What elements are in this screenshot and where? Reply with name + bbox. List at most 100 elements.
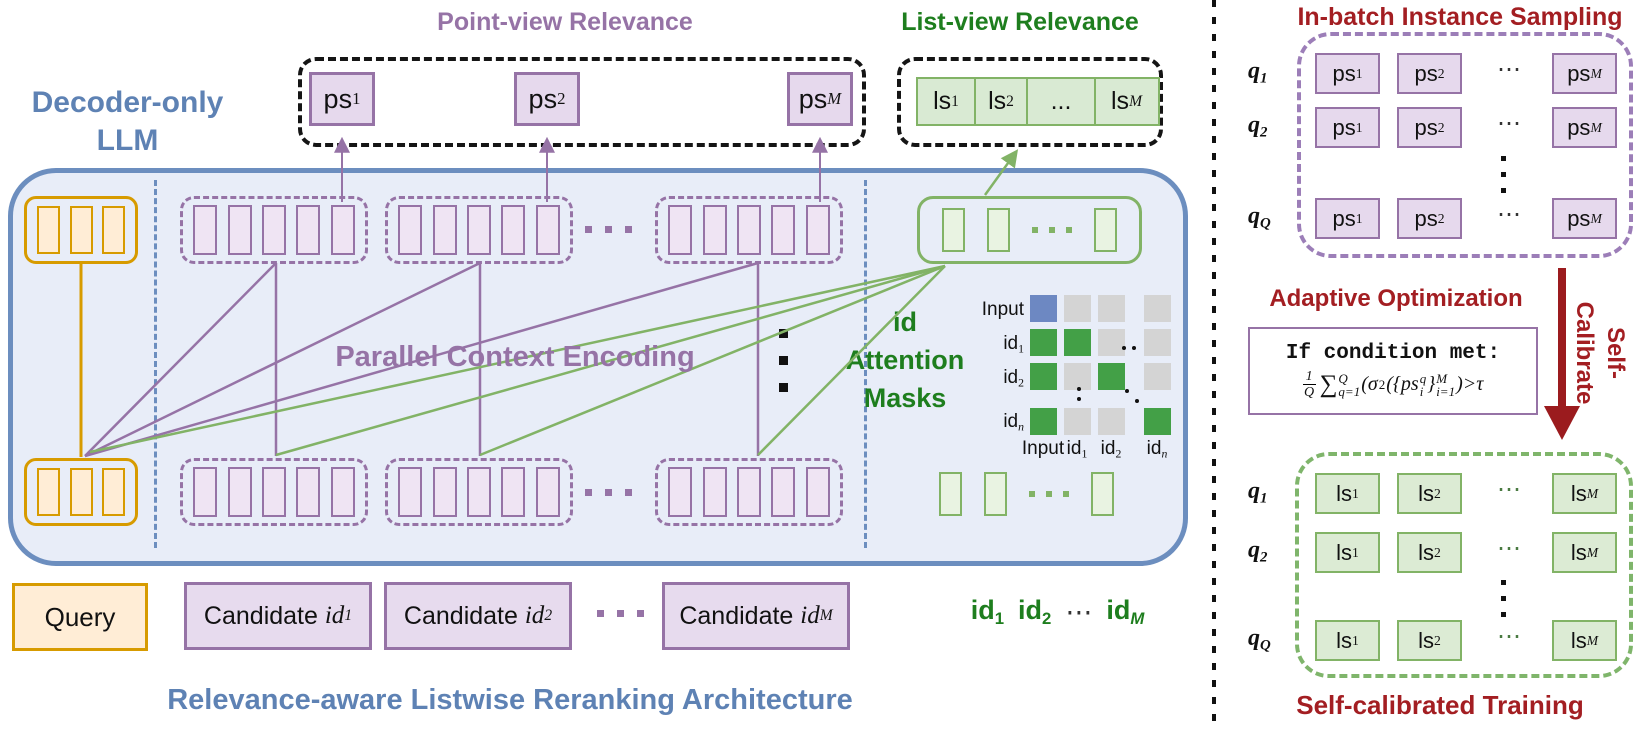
candidate2-input-tokens — [385, 458, 573, 526]
ps2-label: ps — [528, 83, 558, 114]
candidate2-id: id — [524, 602, 545, 629]
mask-col-label-input: Input — [1021, 438, 1065, 459]
id-token — [939, 472, 962, 516]
token — [771, 205, 796, 255]
in-batch-sampling-title: In-batch Instance Sampling — [1297, 3, 1623, 31]
id-sequence-label: id1 id2 ⋯ idM — [940, 595, 1175, 629]
attention-mask-grid — [1030, 295, 1175, 437]
q1-label: q1 — [1248, 478, 1268, 507]
mask-dot — [1125, 389, 1129, 393]
mask-cell-masked — [1098, 329, 1125, 356]
candidate2-hidden-states — [385, 196, 573, 264]
mask-cell-attend — [1144, 408, 1171, 435]
lsM-sub: M — [1129, 92, 1142, 110]
row-ellipsis: ⋯ — [1497, 476, 1525, 503]
candidate-prefix: Candidate — [679, 601, 794, 630]
candidate-prefix: Candidate — [203, 601, 318, 630]
row-ellipsis: ⋯ — [1497, 201, 1525, 228]
query-label: Query — [44, 601, 116, 632]
token — [668, 205, 693, 255]
decoder-llm-label-line2: LLM — [96, 124, 159, 157]
idM-text: idM — [1106, 595, 1145, 629]
qQ-label: qQ — [1248, 203, 1271, 232]
candidate1-hidden-states — [180, 196, 368, 264]
point-view-relevance-title: Point-view Relevance — [437, 8, 693, 36]
mask-col-label-id2: id2 — [1100, 438, 1122, 461]
mask-cell-masked — [1098, 408, 1125, 435]
id-seq-ellipsis: ⋯ — [1065, 596, 1093, 627]
ls2-sub: 2 — [1006, 92, 1014, 110]
mask-cell-masked — [1144, 295, 1171, 322]
token — [736, 467, 761, 517]
candidate1-input-tokens — [180, 458, 368, 526]
mask-row-label-input: Input — [981, 299, 1024, 320]
q2-label: q2 — [1248, 112, 1268, 141]
token — [771, 467, 796, 517]
mask-dot — [1132, 346, 1136, 350]
calibrated-training-container — [1295, 452, 1633, 678]
self-calibrated-training-title: Self-calibrated Training — [1296, 690, 1584, 720]
mask-cell-input — [1030, 295, 1057, 322]
self-calibrate-line2: Calibrate — [1571, 301, 1598, 405]
row-ellipsis: ⋯ — [1497, 535, 1525, 562]
self-calibrate-label: Self- Calibrate — [1569, 273, 1631, 433]
token — [466, 205, 491, 255]
point-view-scores-container — [298, 57, 866, 147]
mask-cell-attend — [1030, 363, 1057, 390]
ps1-sub: 1 — [352, 89, 361, 108]
formula-exponent: 2 — [1378, 376, 1386, 392]
decoder-llm-label: Decoder-only LLM — [15, 84, 240, 160]
query-tokens-top — [24, 196, 138, 264]
token — [501, 205, 526, 255]
list-view-scores-container — [897, 57, 1163, 147]
candidate-prefix: Candidate — [403, 601, 518, 630]
mask-cell-attend — [1098, 363, 1125, 390]
token — [702, 205, 727, 255]
mask-dot — [1077, 397, 1081, 401]
token — [432, 467, 457, 517]
mask-cell-masked — [1064, 363, 1091, 390]
token — [261, 205, 286, 255]
ellipsis-dots — [1032, 227, 1072, 233]
panel-separator — [1212, 0, 1216, 731]
query-tokens-bottom — [24, 458, 138, 526]
formula-term: } — [1427, 373, 1436, 395]
token — [261, 467, 286, 517]
query-token — [102, 206, 126, 254]
token — [398, 467, 423, 517]
row-ellipsis: ⋯ — [1497, 623, 1525, 650]
ellipsis-dots — [585, 489, 632, 496]
ls-ellipsis: ... — [1050, 87, 1072, 115]
token — [296, 205, 321, 255]
token — [193, 205, 218, 255]
token — [193, 467, 218, 517]
id2-text: id2 — [1018, 595, 1052, 629]
token — [535, 205, 560, 255]
ls1-sub: 1 — [951, 92, 959, 110]
token — [296, 467, 321, 517]
id-token — [984, 472, 1007, 516]
token — [330, 205, 355, 255]
token — [805, 467, 830, 517]
mask-cell-attend — [1064, 329, 1091, 356]
token — [805, 205, 830, 255]
